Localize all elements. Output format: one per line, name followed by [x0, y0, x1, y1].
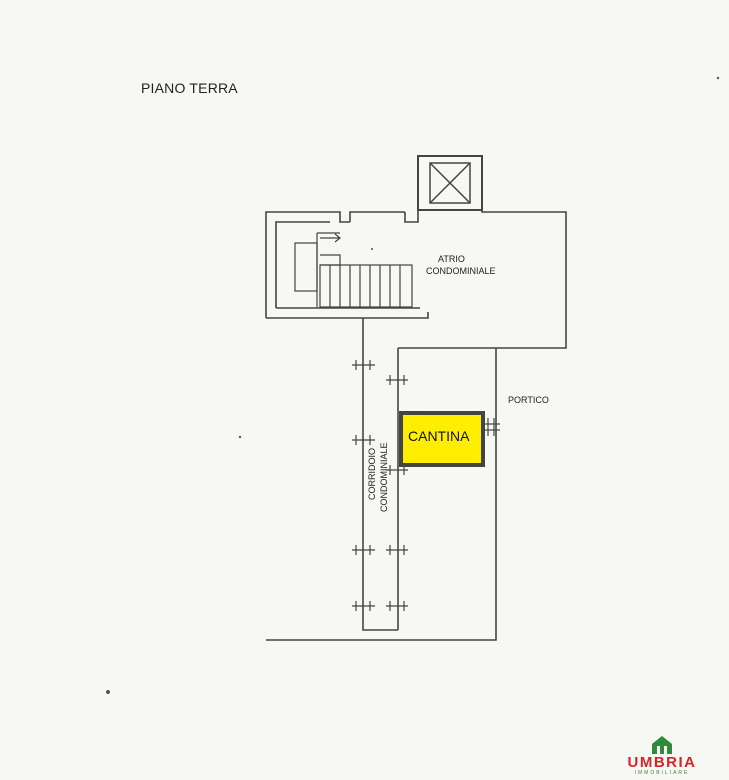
plan-title: PIANO TERRA	[141, 80, 238, 96]
portico-label: PORTICO	[508, 395, 549, 405]
corridoio-label-line2: CONDOMINIALE	[379, 442, 389, 512]
cantina-room	[399, 411, 485, 467]
scan-specks	[106, 76, 720, 694]
cantina-label: CANTINA	[408, 428, 470, 444]
logo-name: UMBRIA	[627, 754, 697, 771]
building-walls	[265, 210, 567, 641]
door-ticks	[352, 360, 500, 611]
elevator-shaft	[417, 155, 483, 211]
logo-subtitle: IMMOBILIARE	[634, 770, 690, 776]
atrio-label-line2: CONDOMINIALE	[426, 266, 496, 276]
umbria-logo: UMBRIA IMMOBILIARE	[621, 734, 703, 776]
atrio-label-line1: ATRIO	[438, 254, 465, 264]
staircase	[294, 232, 413, 308]
house-icon	[652, 736, 672, 754]
corridoio-label-line1: CORRIDOIO	[367, 448, 377, 500]
